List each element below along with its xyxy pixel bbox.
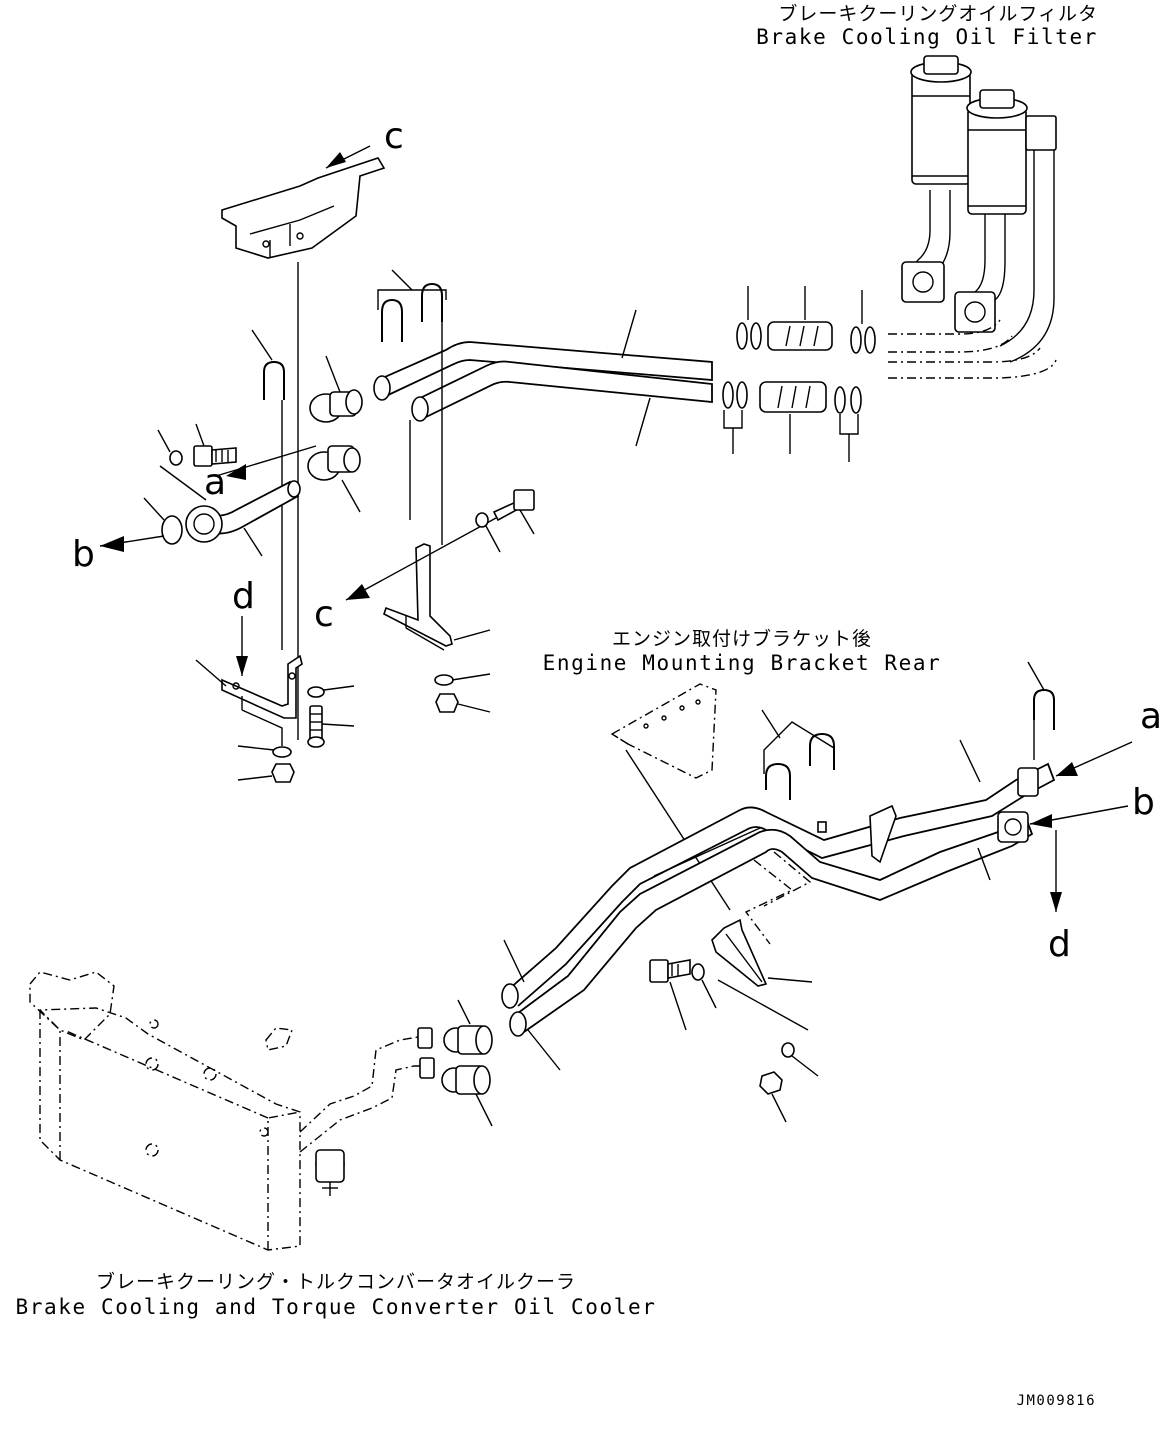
filter-label-en: Brake Cooling Oil Filter	[756, 25, 1098, 49]
filter-label-jp: ブレーキクーリングオイルフィルタ	[778, 2, 1098, 25]
lower-bracket	[649, 851, 819, 1123]
ref-letter-d-lower: d	[1048, 924, 1071, 965]
middle-bracket: c	[314, 322, 535, 713]
u-bolts-upper	[377, 269, 447, 342]
upper-hose-set	[722, 286, 876, 462]
ref-letter-c-top: c	[384, 116, 404, 157]
upper-pipes	[373, 309, 713, 447]
bracket-label-jp: エンジン取付けブラケット後	[612, 627, 872, 650]
u-bolts-lower	[761, 661, 1055, 800]
lower-pipes	[501, 739, 1056, 1071]
cooler-label-en: Brake Cooling and Torque Converter Oil C…	[16, 1295, 657, 1319]
bracket-label-en: Engine Mounting Bracket Rear	[543, 651, 942, 675]
right-reference-arrows: a b d	[1029, 696, 1162, 965]
ref-letter-a-right: a	[1140, 696, 1162, 737]
cooler-label-jp: ブレーキクーリング・トルクコンバータオイルクーラ	[96, 1270, 576, 1293]
drawing-code: JM009816	[1017, 1393, 1096, 1409]
ref-letter-d-upper: d	[232, 576, 255, 617]
lower-flanges	[441, 999, 493, 1127]
oil-filter-assembly: ブレーキクーリングオイルフィルタ Brake Cooling Oil Filte…	[756, 2, 1098, 379]
left-cluster: a b d	[72, 329, 363, 783]
engine-mounting-bracket: エンジン取付けブラケット後 Engine Mounting Bracket Re…	[543, 627, 942, 911]
ref-letter-b-right: b	[1132, 782, 1155, 823]
upper-bracket: c	[221, 116, 404, 740]
ref-letter-a-left: a	[204, 462, 226, 503]
ref-letter-c-middle: c	[314, 594, 334, 635]
ref-letter-b-left: b	[72, 534, 95, 575]
oil-cooler	[29, 971, 435, 1251]
